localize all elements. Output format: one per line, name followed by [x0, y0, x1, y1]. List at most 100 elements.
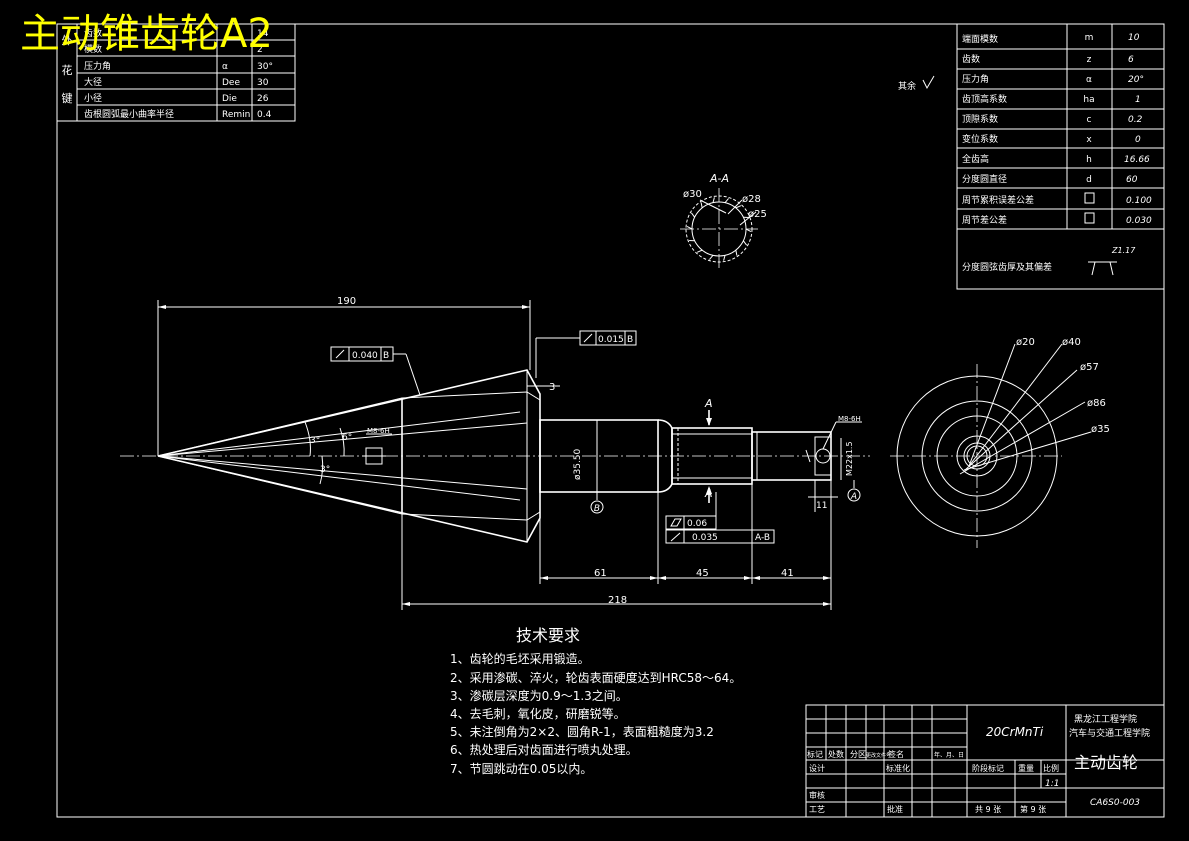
scale-value: 1:1: [1045, 779, 1059, 789]
standardization-label: 标准化: [886, 763, 910, 773]
gear-row-name: 周节差公差: [962, 214, 1007, 226]
spline-tooth: [696, 249, 703, 253]
angle-dim: 6°: [342, 433, 352, 443]
gear-row-name: 压力角: [962, 73, 989, 85]
gdt-value: 0.06: [687, 519, 707, 529]
shaft-diameter-dim: ø35.50: [573, 448, 583, 480]
spline-row-val: 30: [257, 78, 269, 88]
gdt-datum: B: [383, 351, 389, 361]
drawing-number: CA6S0-003: [1090, 798, 1140, 808]
sheet-number: 第 9 张: [1020, 804, 1046, 814]
gear-row-val: 20°: [1128, 75, 1144, 85]
gear-row-val: 10: [1128, 33, 1140, 43]
tolerance-box-icon: [1084, 192, 1095, 204]
spline-row-name: 模数: [84, 43, 102, 55]
gear-row-name: 顶隙系数: [962, 113, 998, 125]
block-row-label: 更改文件号: [866, 752, 891, 759]
end-view-dim: ø57: [1080, 362, 1099, 373]
drawing-title: 主动锥齿轮A2: [20, 11, 273, 57]
end-view-dim: ø35: [1091, 424, 1110, 435]
spline-tooth: [686, 225, 693, 230]
spline-row-name: 齿数: [84, 27, 102, 39]
spline-side-label: 花: [62, 64, 73, 77]
block-row-label: 标记: [807, 749, 823, 759]
tech-item: 7、节圆跳动在0.05以内。: [450, 762, 592, 776]
section-dim: ø25: [748, 209, 767, 220]
gear-row-val: 0.100: [1126, 196, 1152, 206]
spline-tooth: [742, 240, 748, 246]
gear-row-name: 周节累积误差公差: [962, 194, 1034, 206]
spline-tooth: [735, 205, 742, 209]
spline-row-val: 2: [257, 45, 263, 55]
tooth-thickness-label: 分度圆弦齿厚及其偏差: [962, 261, 1052, 273]
block-row-label: 分区: [850, 750, 866, 759]
spline-tooth: [724, 198, 729, 204]
spline-row-val: 14: [257, 29, 269, 39]
approve-label: 批准: [887, 804, 903, 814]
gdt-value: 0.035: [692, 533, 718, 543]
craft-label: 工艺: [809, 805, 825, 814]
weight-label: 重量: [1018, 763, 1034, 773]
spline-tooth: [735, 250, 738, 256]
cut-plane-label: A: [704, 397, 713, 410]
block-row-label: 处数: [828, 749, 844, 759]
gear-row-name: 全齿高: [962, 153, 989, 165]
pinion-shaft-side-view: A A 190 3 3° 6° 3° M8-6H M8-6H ø35.50 M2…: [120, 296, 870, 610]
spline-row-sym: Die: [222, 94, 237, 104]
angle-dim: 3°: [320, 465, 330, 475]
end-view: ø20 ø40 ø57 ø86 ø35: [890, 337, 1110, 548]
title-block: 20CrMnTi 黑龙江工程学院 汽车与交通工程学院 主动齿轮 标记 处数 分区…: [805, 704, 1165, 818]
tech-heading: 技术要求: [516, 626, 580, 645]
spline-tooth: [690, 212, 696, 218]
spline-row-val: 30°: [257, 62, 273, 72]
dim-41: 41: [781, 568, 794, 579]
dim-190: 190: [337, 296, 356, 307]
spline-row-sym: Remin: [222, 110, 250, 120]
spline-row-name: 齿根圆弧最小曲率半径: [84, 108, 174, 120]
gear-row-val: 0: [1135, 135, 1141, 145]
spline-row-name: 大径: [84, 76, 102, 88]
gear-row-sym: x: [1086, 135, 1092, 145]
gear-row-sym: α: [1086, 75, 1092, 85]
tech-item: 1、齿轮的毛坯采用锻造。: [450, 651, 590, 666]
gear-row-name: 齿顶高系数: [962, 93, 1007, 105]
drawing-frame: [56, 23, 1165, 818]
spline-table: 外 花 键 齿数 14 模数 2 压力角 α 30° 大径 Dee 30 小径 …: [56, 23, 296, 122]
scale-label: 比例: [1043, 763, 1059, 773]
gear-row-name: 齿数: [962, 53, 980, 65]
spline-tooth: [723, 255, 726, 261]
datum-b: B: [594, 504, 600, 514]
gdt-value: 0.040: [352, 351, 378, 361]
spline-row-name: 小径: [84, 92, 102, 104]
cut-plane-label: A: [704, 487, 713, 500]
tooth-profile-icon: [1091, 261, 1114, 276]
spline-side-label: 外: [62, 34, 73, 47]
spline-row-val: 0.4: [257, 110, 272, 120]
section-label: A-A: [709, 172, 729, 185]
spline-tooth: [709, 254, 714, 260]
spline-tooth: [745, 228, 752, 233]
gdt-datum: B: [627, 335, 633, 345]
spline-side-label: 键: [62, 91, 73, 105]
gear-row-val: 0.030: [1126, 216, 1152, 226]
tech-item: 4、去毛刺，氧化皮，研磨锐等。: [450, 707, 626, 721]
datum-a: A: [850, 492, 857, 502]
review-label: 审核: [809, 790, 825, 800]
gear-row-sym: d: [1086, 175, 1092, 185]
sheets-total: 共 9 张: [975, 805, 1001, 814]
dim-11: 11: [816, 501, 827, 511]
section-dim: ø30: [683, 189, 702, 200]
tech-item: 6、热处理后对齿面进行喷丸处理。: [450, 743, 638, 757]
gdt-datum: A-B: [755, 533, 770, 543]
roughness-symbol-icon: [922, 75, 935, 90]
spline-tooth: [700, 202, 703, 208]
tooth-thickness-value: Z1.17: [1111, 246, 1136, 255]
section-a-a-view: A-A ø30 ø28 ø25: [680, 172, 767, 270]
design-label: 设计: [809, 763, 825, 773]
gear-row-name: 端面模数: [962, 33, 998, 45]
dim-3: 3: [549, 382, 555, 393]
gear-row-name: 变位系数: [962, 133, 998, 145]
gear-row-val: 60: [1126, 175, 1138, 185]
surface-finish-note: 其余: [898, 80, 916, 92]
